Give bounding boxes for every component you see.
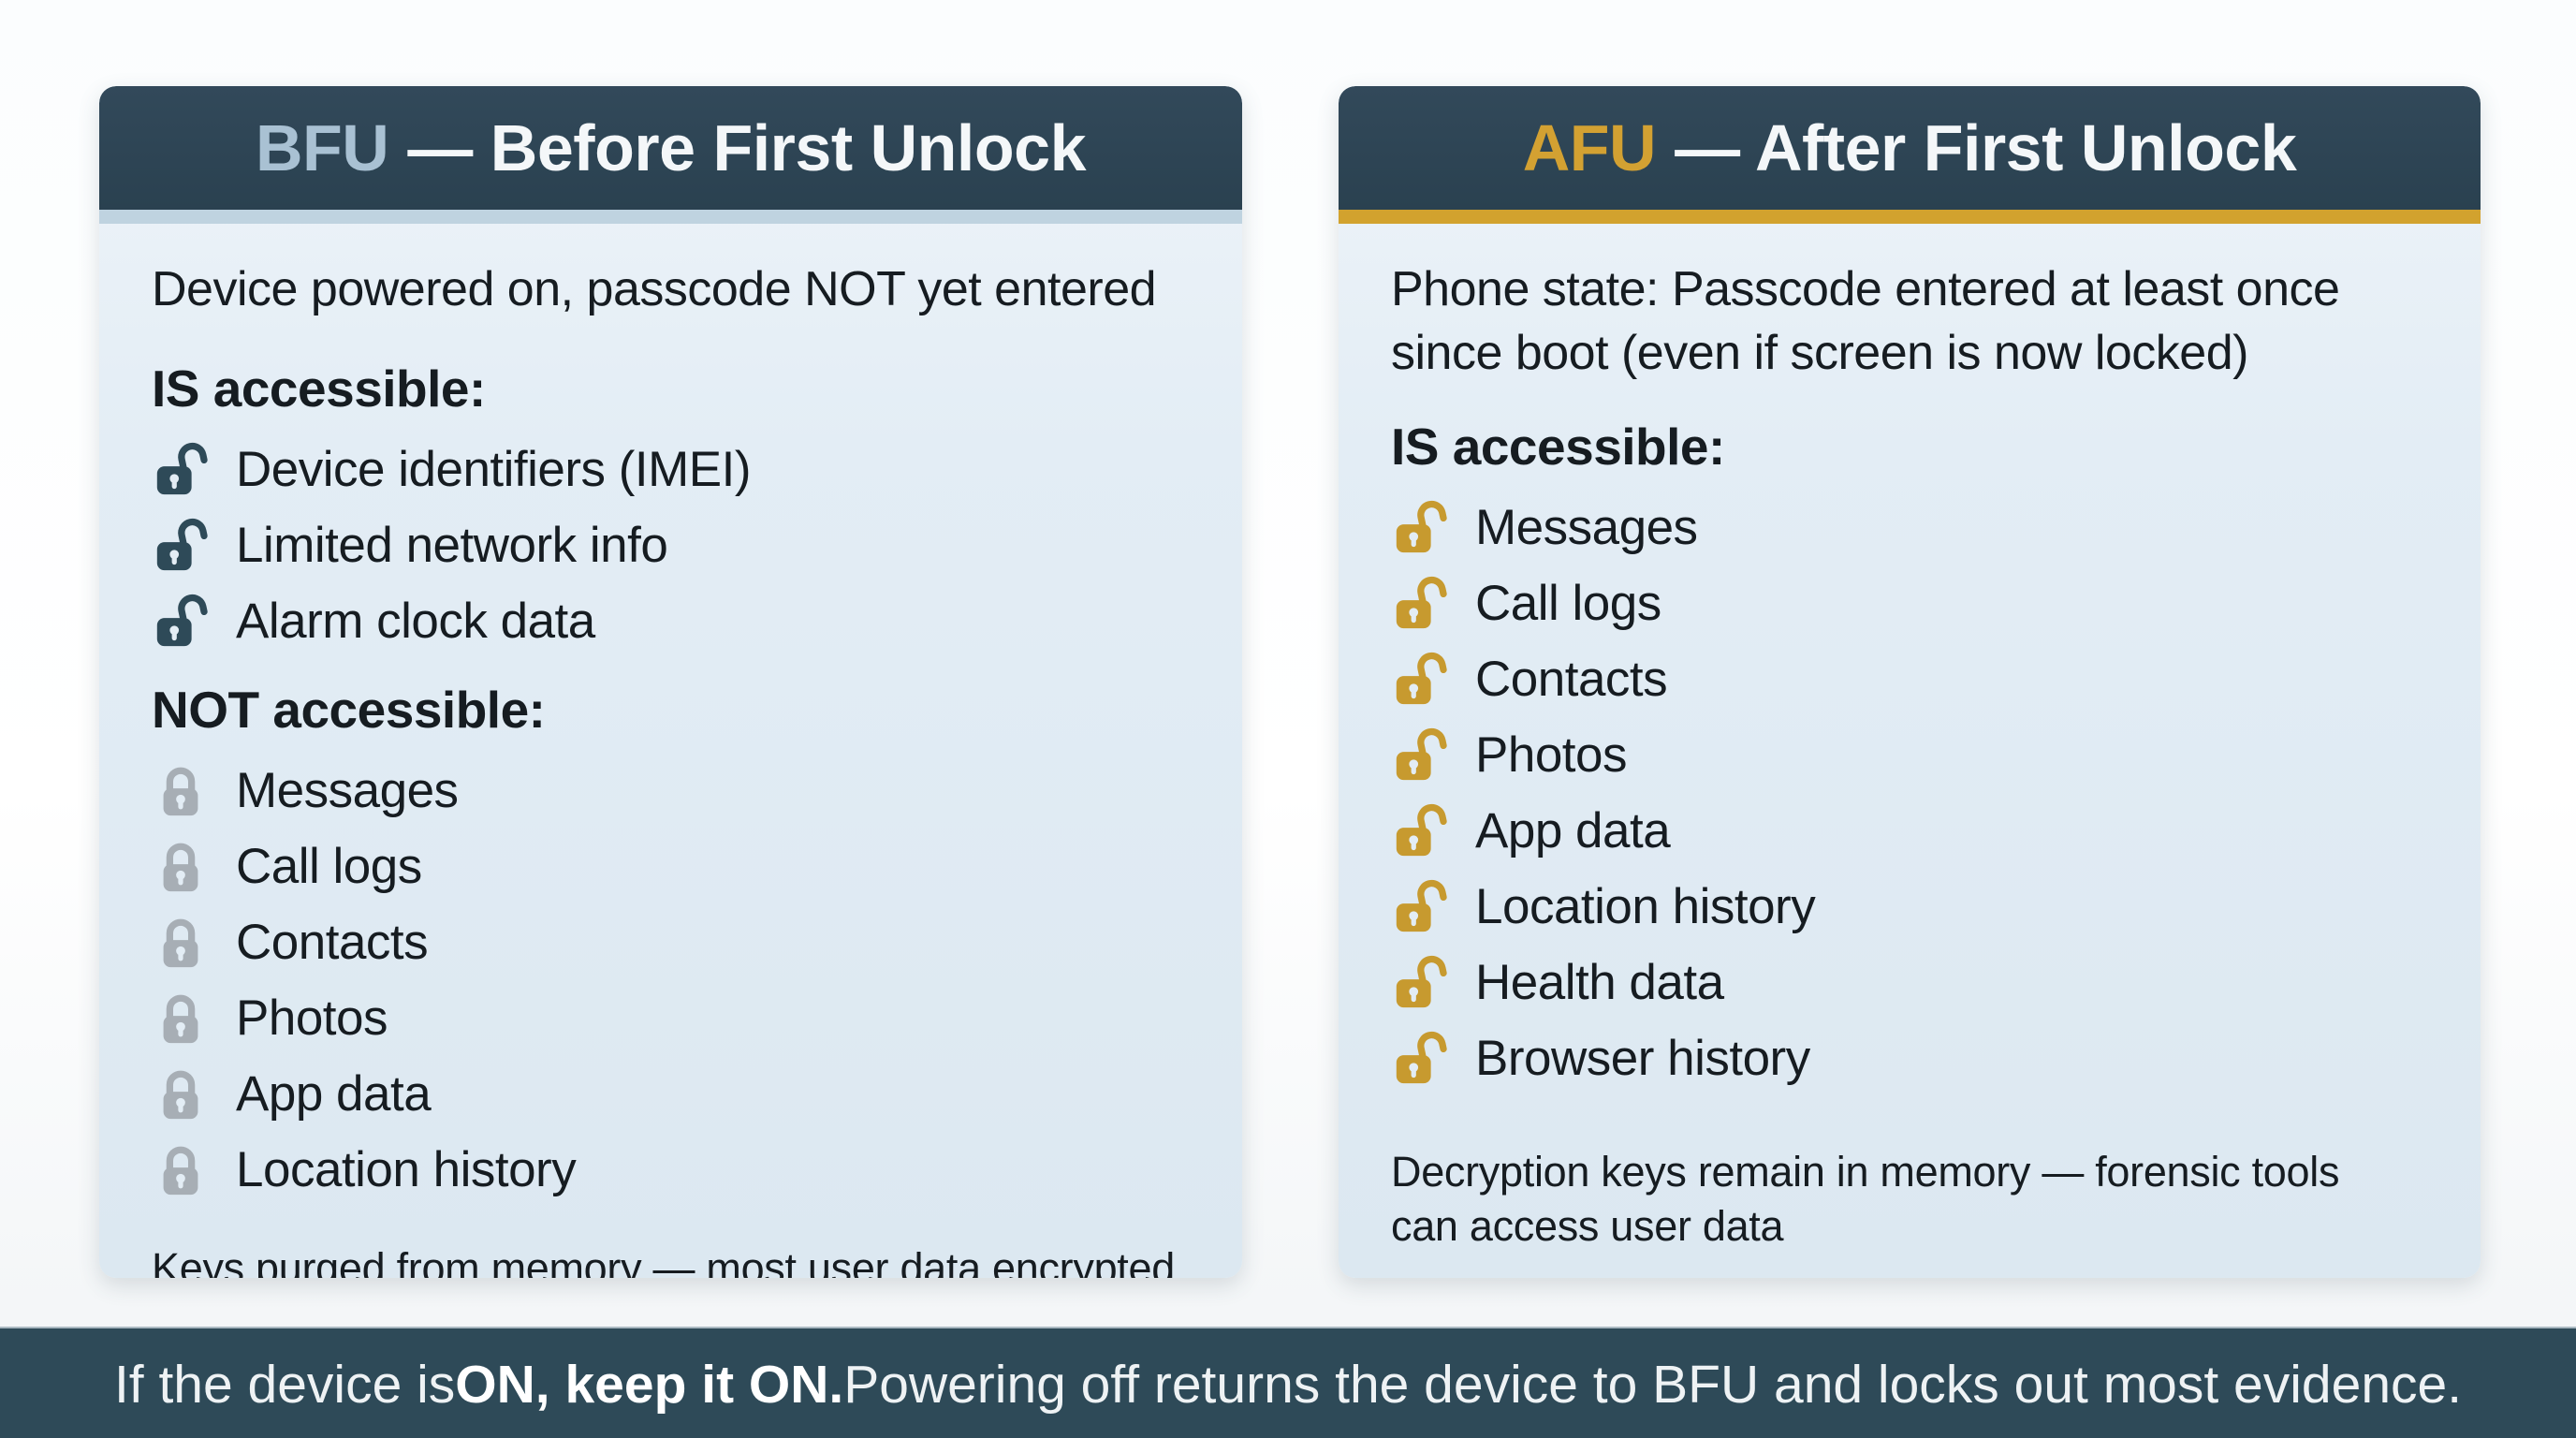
list-item-label: Device identifiers (IMEI) (236, 442, 752, 497)
list-item: Alarm clock data (152, 583, 1190, 659)
unlocked-padlock-icon (1391, 651, 1449, 709)
list-item: Location history (152, 1132, 1190, 1208)
list-item: Health data (1391, 945, 2428, 1020)
list-item-label: App data (236, 1066, 432, 1122)
list-item: Photos (1391, 717, 2428, 793)
list-item: Photos (152, 980, 1190, 1056)
list-item: App data (1391, 793, 2428, 869)
banner-text-suffix: Powering off returns the device to BFU a… (843, 1354, 2463, 1415)
bfu-accessible-list: Device identifiers (IMEI) Limited network… (152, 432, 1190, 659)
afu-accent-bar (1339, 210, 2481, 224)
unlocked-padlock-icon (152, 441, 210, 499)
list-item-label: Messages (236, 763, 459, 818)
list-item: Device identifiers (IMEI) (152, 432, 1190, 507)
list-item: Call logs (1391, 565, 2428, 641)
unlocked-padlock-icon (1391, 499, 1449, 557)
unlocked-padlock-icon (1391, 954, 1449, 1012)
list-item-label: Health data (1475, 955, 1724, 1010)
locked-padlock-icon (152, 1065, 210, 1123)
bfu-state-description: Device powered on, passcode NOT yet ente… (152, 262, 1157, 316)
bfu-not-accessible-heading: NOT accessible: (152, 681, 546, 739)
list-item-label: Messages (1475, 500, 1698, 555)
list-item-label: Contacts (1475, 652, 1668, 707)
afu-accessible-heading: IS accessible: (1391, 418, 1725, 476)
afu-panel-header: AFU — After First Unlock (1339, 86, 2481, 210)
list-item-label: Browser history (1475, 1031, 1810, 1086)
list-item: Browser history (1391, 1020, 2428, 1096)
afu-state-description: Phone state: Passcode entered at least o… (1391, 262, 2340, 380)
list-item: Limited network info (152, 507, 1190, 583)
bfu-accessible-heading: IS accessible: (152, 360, 486, 418)
locked-padlock-icon (152, 914, 210, 972)
locked-padlock-icon (152, 990, 210, 1048)
list-item-label: Call logs (236, 839, 422, 894)
list-item-label: Photos (1475, 727, 1628, 783)
unlocked-padlock-icon (1391, 726, 1449, 785)
list-item-label: Contacts (236, 915, 429, 970)
list-item-label: App data (1475, 803, 1671, 858)
unlocked-padlock-icon (1391, 575, 1449, 633)
unlocked-padlock-icon (1391, 1030, 1449, 1088)
afu-abbreviation: AFU (1522, 111, 1657, 184)
unlocked-padlock-icon (152, 517, 210, 575)
bfu-footnote: Keys purged from memory — most user data… (152, 1244, 1175, 1278)
list-item: Messages (152, 753, 1190, 829)
bfu-abbreviation: BFU (255, 111, 389, 184)
locked-padlock-icon (152, 762, 210, 820)
afu-panel: AFU — After First Unlock Phone state: Pa… (1339, 86, 2481, 1278)
list-item: Location history (1391, 869, 2428, 945)
list-item: App data (152, 1056, 1190, 1132)
bfu-panel-body: Device powered on, passcode NOT yet ente… (99, 224, 1242, 1278)
list-item-label: Limited network info (236, 518, 668, 573)
unlocked-padlock-icon (1391, 878, 1449, 936)
list-item-label: Photos (236, 990, 388, 1046)
locked-padlock-icon (152, 838, 210, 896)
banner-text-bold: ON, keep it ON. (455, 1354, 844, 1415)
list-item-label: Location history (1475, 879, 1816, 934)
afu-footnote: Decryption keys remain in memory — foren… (1391, 1148, 2340, 1250)
bfu-accent-bar (99, 210, 1242, 224)
list-item: Contacts (1391, 641, 2428, 717)
list-item-label: Call logs (1475, 576, 1661, 631)
unlocked-padlock-icon (152, 593, 210, 651)
list-item-label: Alarm clock data (236, 594, 595, 649)
bfu-panel: BFU — Before First Unlock Device powered… (99, 86, 1242, 1278)
bfu-panel-header: BFU — Before First Unlock (99, 86, 1242, 210)
unlocked-padlock-icon (1391, 802, 1449, 860)
list-item: Messages (1391, 490, 2428, 565)
list-item: Contacts (152, 904, 1190, 980)
locked-padlock-icon (152, 1141, 210, 1199)
bottom-advice-banner: If the device is ON, keep it ON. Powerin… (0, 1327, 2576, 1438)
list-item-label: Location history (236, 1142, 577, 1197)
list-item: Call logs (152, 829, 1190, 904)
banner-text-prefix: If the device is (113, 1354, 456, 1415)
bfu-panel-title: — Before First Unlock (407, 111, 1086, 184)
afu-panel-body: Phone state: Passcode entered at least o… (1339, 224, 2481, 1254)
afu-panel-title: — After First Unlock (1675, 111, 2297, 184)
